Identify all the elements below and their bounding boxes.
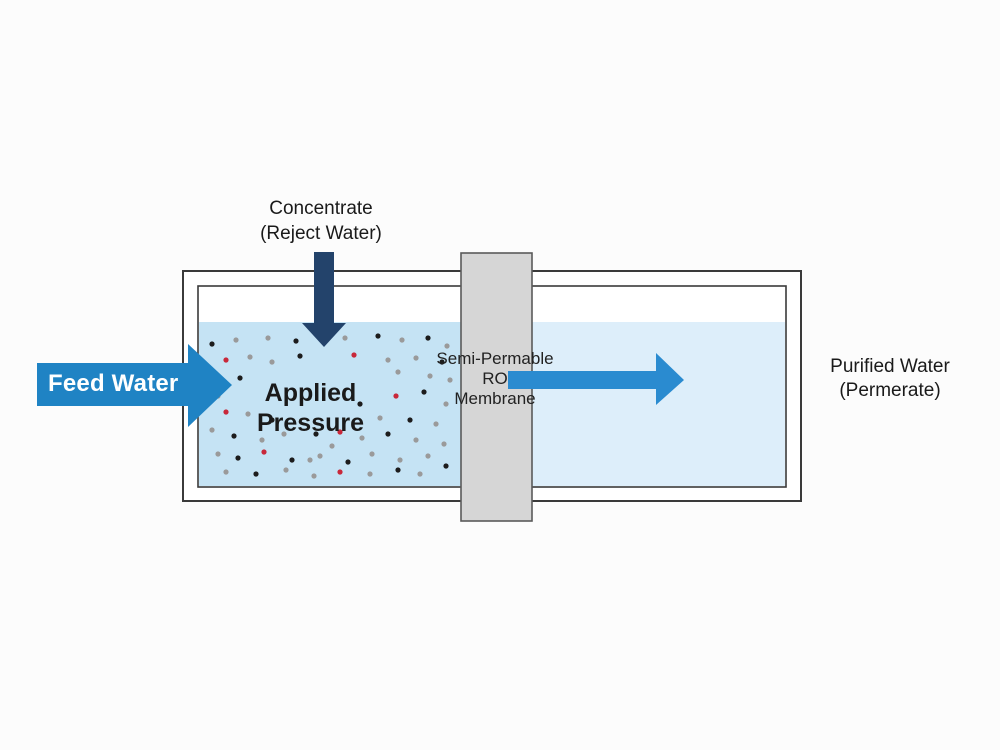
particle bbox=[397, 457, 403, 463]
feed-water-label: Feed Water bbox=[48, 370, 179, 397]
membrane-label-line3: Membrane bbox=[454, 389, 536, 408]
particle bbox=[385, 357, 391, 363]
particle bbox=[425, 335, 431, 341]
particle bbox=[342, 335, 348, 341]
particle bbox=[337, 429, 343, 435]
applied-pressure-line2: Pressure bbox=[256, 409, 365, 437]
particle bbox=[247, 354, 253, 360]
particle bbox=[447, 377, 453, 383]
particle bbox=[307, 457, 313, 463]
particle bbox=[245, 411, 251, 417]
particle bbox=[345, 459, 351, 465]
particle bbox=[259, 437, 265, 443]
particle bbox=[443, 401, 449, 407]
particle bbox=[297, 353, 303, 359]
membrane-label-line1: Semi-Permable bbox=[436, 349, 554, 368]
contaminant-particles bbox=[205, 333, 453, 479]
particle bbox=[293, 338, 299, 344]
particle bbox=[283, 467, 289, 473]
particle bbox=[317, 453, 323, 459]
particle bbox=[223, 409, 229, 415]
particle bbox=[433, 421, 439, 427]
particle bbox=[407, 417, 413, 423]
particle bbox=[209, 341, 215, 347]
particle bbox=[443, 463, 449, 469]
applied-pressure-line1: Applied bbox=[264, 379, 357, 407]
concentrate-label-line1: Concentrate bbox=[269, 198, 373, 219]
arrow-right-icon bbox=[508, 353, 684, 405]
membrane-label-line2: RO bbox=[482, 369, 508, 388]
particle bbox=[223, 469, 229, 475]
particle bbox=[351, 352, 357, 358]
particle bbox=[375, 333, 381, 339]
purified-water-label: Purified Water (Permerate) bbox=[800, 355, 980, 403]
concentrate-label: Concentrate (Reject Water) bbox=[226, 196, 416, 246]
particle bbox=[425, 453, 431, 459]
feed-side-water bbox=[199, 322, 462, 486]
particle bbox=[237, 375, 243, 381]
particle bbox=[395, 467, 401, 473]
particle bbox=[231, 433, 237, 439]
purified-water-line2: (Permerate) bbox=[839, 380, 941, 401]
particle bbox=[367, 471, 373, 477]
particle bbox=[281, 431, 287, 437]
particle bbox=[413, 355, 419, 361]
particle bbox=[417, 471, 423, 477]
particle bbox=[329, 443, 335, 449]
particle bbox=[269, 417, 275, 423]
purified-water-line1: Purified Water bbox=[830, 356, 950, 377]
particle bbox=[441, 441, 447, 447]
particle bbox=[377, 415, 383, 421]
particle bbox=[337, 469, 343, 475]
particle bbox=[439, 359, 445, 365]
particle bbox=[421, 389, 427, 395]
particle bbox=[209, 427, 215, 433]
particle bbox=[413, 437, 419, 443]
particle bbox=[233, 337, 239, 343]
particle bbox=[311, 473, 317, 479]
particle bbox=[357, 401, 363, 407]
particle bbox=[223, 357, 229, 363]
permeate-side-water bbox=[532, 322, 785, 486]
particle bbox=[269, 359, 275, 365]
membrane-label: Semi-Permable RO Membrane bbox=[410, 349, 580, 409]
particle bbox=[427, 373, 433, 379]
particle bbox=[385, 431, 391, 437]
particle bbox=[395, 369, 401, 375]
particle bbox=[265, 335, 271, 341]
particle bbox=[399, 337, 405, 343]
particle bbox=[261, 449, 267, 455]
applied-pressure-label: Applied Pressure bbox=[238, 378, 383, 438]
particle bbox=[313, 431, 319, 437]
particle bbox=[359, 435, 365, 441]
concentrate-label-line2: (Reject Water) bbox=[260, 223, 382, 244]
particle bbox=[289, 457, 295, 463]
particle bbox=[215, 451, 221, 457]
arrow-right-icon bbox=[37, 344, 232, 427]
arrow-down-icon bbox=[302, 252, 346, 347]
particle bbox=[369, 451, 375, 457]
particle bbox=[253, 471, 259, 477]
particle bbox=[444, 343, 450, 349]
particle bbox=[235, 455, 241, 461]
particle bbox=[393, 393, 399, 399]
